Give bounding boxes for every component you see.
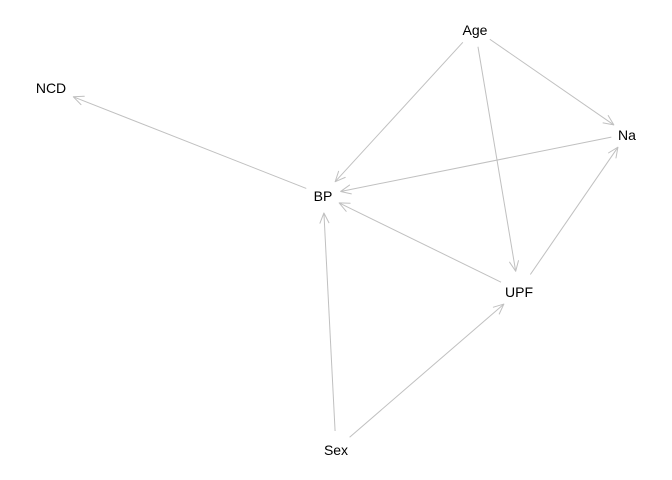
arrowhead xyxy=(334,170,346,183)
edge-line xyxy=(334,41,464,183)
arrowhead xyxy=(602,115,615,126)
edge-upf-to-bp xyxy=(338,202,502,283)
edge-age-to-bp xyxy=(334,41,464,183)
edge-line xyxy=(340,136,612,192)
edge-line xyxy=(338,202,502,283)
node-upf: UPF xyxy=(505,284,533,300)
node-na: Na xyxy=(618,127,636,143)
arrowhead xyxy=(509,260,519,272)
node-bp: BP xyxy=(314,188,333,204)
edge-line xyxy=(73,96,307,189)
arrowhead xyxy=(492,303,505,315)
edge-upf-to-na xyxy=(529,146,619,275)
edge-line xyxy=(477,46,517,272)
edge-age-to-na xyxy=(489,38,615,126)
node-ncd: NCD xyxy=(36,80,66,96)
edge-sex-to-bp xyxy=(319,212,336,432)
edge-sex-to-upf xyxy=(349,303,505,438)
edge-layer xyxy=(72,38,619,438)
arrowhead xyxy=(608,146,619,159)
edge-age-to-upf xyxy=(477,46,519,272)
arrowhead xyxy=(72,95,85,106)
node-age: Age xyxy=(463,22,488,38)
arrowhead xyxy=(319,212,330,224)
edge-line xyxy=(349,303,505,438)
edge-line xyxy=(489,38,615,126)
arrowhead xyxy=(340,184,352,195)
edge-bp-to-ncd xyxy=(72,95,307,189)
edge-line xyxy=(529,146,619,275)
node-sex: Sex xyxy=(324,442,348,458)
arrowhead xyxy=(338,202,351,212)
edge-line xyxy=(323,212,336,432)
node-layer: Age NCD Na BP UPF Sex xyxy=(36,22,636,458)
edge-na-to-bp xyxy=(340,136,612,195)
